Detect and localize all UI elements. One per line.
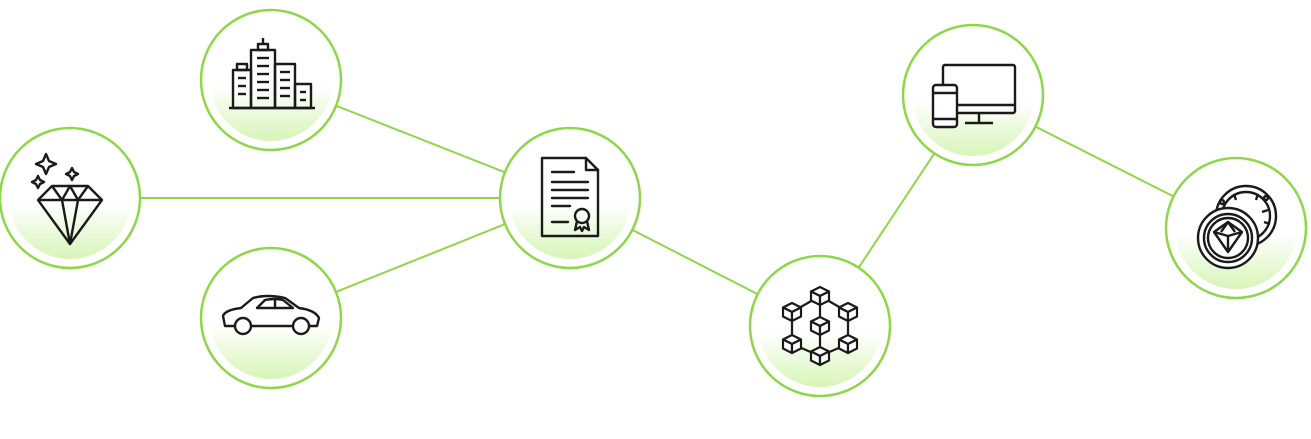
- block-cube: [809, 315, 831, 337]
- node-diamond[interactable]: [0, 126, 142, 270]
- block-cube: [809, 345, 831, 367]
- diamond-icon: [30, 152, 104, 246]
- node-devices[interactable]: [901, 23, 1045, 167]
- block-cube: [809, 285, 831, 307]
- buildings-icon: [229, 38, 315, 110]
- coins-icon: [1196, 184, 1278, 270]
- certificate-icon: [540, 156, 600, 238]
- node-certificate[interactable]: [498, 126, 642, 270]
- node-crypto-coins[interactable]: [1164, 156, 1308, 300]
- car-icon: [221, 294, 321, 336]
- block-cube: [781, 333, 803, 355]
- devices-icon: [931, 63, 1017, 129]
- block-cube: [781, 301, 803, 323]
- block-cube: [837, 301, 859, 323]
- node-car[interactable]: [199, 246, 343, 390]
- node-city-buildings[interactable]: [199, 8, 343, 152]
- nodes-layer: [0, 8, 1308, 398]
- block-cube: [837, 333, 859, 355]
- node-blockchain[interactable]: [748, 254, 892, 398]
- blockchain-icon: [781, 285, 859, 367]
